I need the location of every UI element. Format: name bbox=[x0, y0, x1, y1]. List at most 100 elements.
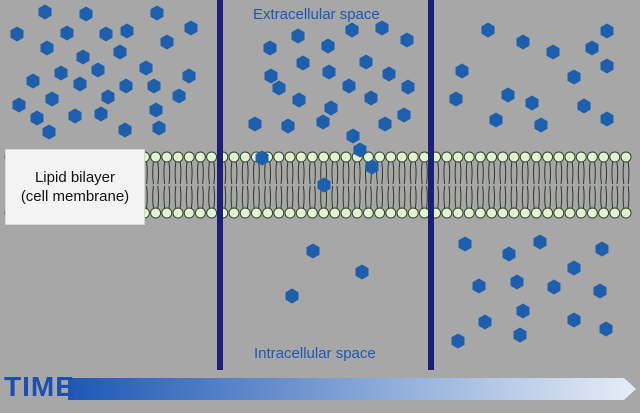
molecule bbox=[118, 122, 132, 138]
lipid-molecule bbox=[553, 151, 565, 219]
lipid-molecule bbox=[474, 151, 486, 219]
molecule bbox=[359, 54, 373, 70]
molecule bbox=[375, 20, 389, 36]
lipid-molecule bbox=[452, 151, 464, 219]
molecule bbox=[516, 34, 530, 50]
molecule bbox=[316, 114, 330, 130]
molecule bbox=[397, 107, 411, 123]
lipid-molecule bbox=[362, 151, 374, 219]
molecule bbox=[533, 234, 547, 250]
lipid-molecule bbox=[463, 151, 475, 219]
lipid-molecule bbox=[340, 151, 352, 219]
molecule bbox=[378, 116, 392, 132]
molecule bbox=[42, 124, 56, 140]
molecule bbox=[94, 106, 108, 122]
lipid-molecule bbox=[530, 151, 542, 219]
molecule bbox=[534, 117, 548, 133]
molecule bbox=[593, 283, 607, 299]
lipid-molecule bbox=[172, 151, 184, 219]
molecule bbox=[516, 303, 530, 319]
molecule bbox=[306, 243, 320, 259]
molecule bbox=[585, 40, 599, 56]
molecule bbox=[600, 23, 614, 39]
molecule bbox=[449, 91, 463, 107]
molecule bbox=[322, 64, 336, 80]
molecule bbox=[567, 312, 581, 328]
molecule bbox=[184, 20, 198, 36]
lipid-molecule bbox=[194, 151, 206, 219]
molecule bbox=[172, 88, 186, 104]
lipid-molecule bbox=[306, 151, 318, 219]
molecule bbox=[10, 26, 24, 42]
molecule bbox=[26, 73, 40, 89]
lipid-molecule bbox=[486, 151, 498, 219]
lipid-molecule bbox=[183, 151, 195, 219]
molecule bbox=[346, 128, 360, 144]
molecule bbox=[489, 112, 503, 128]
molecule bbox=[272, 80, 286, 96]
molecule bbox=[546, 44, 560, 60]
molecule bbox=[139, 60, 153, 76]
lipid-molecule bbox=[519, 151, 531, 219]
lipid-molecule bbox=[206, 151, 218, 219]
molecule bbox=[160, 34, 174, 50]
molecule bbox=[513, 327, 527, 343]
molecule bbox=[150, 5, 164, 21]
lipid-molecule bbox=[407, 151, 419, 219]
molecule bbox=[600, 111, 614, 127]
molecule bbox=[149, 102, 163, 118]
molecule bbox=[317, 177, 331, 193]
lipid-molecule bbox=[620, 151, 632, 219]
lipid-molecule bbox=[609, 151, 621, 219]
molecule bbox=[355, 264, 369, 280]
molecule bbox=[40, 40, 54, 56]
lipid-molecule bbox=[273, 151, 285, 219]
molecule bbox=[401, 79, 415, 95]
molecule bbox=[481, 22, 495, 38]
molecule bbox=[400, 32, 414, 48]
molecule bbox=[567, 260, 581, 276]
molecule bbox=[567, 69, 581, 85]
molecule bbox=[263, 40, 277, 56]
lipid-molecule bbox=[385, 151, 397, 219]
lipid-molecule bbox=[396, 151, 408, 219]
molecule bbox=[76, 49, 90, 65]
molecule bbox=[342, 78, 356, 94]
molecule bbox=[599, 321, 613, 337]
molecule bbox=[113, 44, 127, 60]
time-arrow bbox=[68, 378, 636, 400]
molecule bbox=[455, 63, 469, 79]
lipid-molecule bbox=[239, 151, 251, 219]
molecule bbox=[525, 95, 539, 111]
lipid-molecule bbox=[508, 151, 520, 219]
molecule bbox=[577, 98, 591, 114]
lipid-molecule bbox=[295, 151, 307, 219]
molecule bbox=[292, 92, 306, 108]
molecule bbox=[502, 246, 516, 262]
molecule bbox=[101, 89, 115, 105]
lipid-molecule bbox=[161, 151, 173, 219]
molecule bbox=[255, 150, 269, 166]
molecule bbox=[60, 25, 74, 41]
lipid-molecule bbox=[228, 151, 240, 219]
panel-divider-2 bbox=[428, 0, 434, 370]
molecule bbox=[353, 142, 367, 158]
time-label: TIME bbox=[4, 371, 75, 402]
molecules bbox=[10, 4, 614, 349]
lipid-molecule bbox=[575, 151, 587, 219]
molecule bbox=[321, 38, 335, 54]
molecule bbox=[68, 108, 82, 124]
molecule bbox=[285, 288, 299, 304]
molecule bbox=[281, 118, 295, 134]
molecule bbox=[264, 68, 278, 84]
molecule bbox=[248, 116, 262, 132]
molecule bbox=[478, 314, 492, 330]
molecule bbox=[147, 78, 161, 94]
molecule bbox=[38, 4, 52, 20]
molecule bbox=[364, 90, 378, 106]
lipid-molecule bbox=[598, 151, 610, 219]
membrane-label-line2: (cell membrane) bbox=[20, 188, 130, 205]
molecule bbox=[472, 278, 486, 294]
molecule bbox=[291, 28, 305, 44]
molecule bbox=[458, 236, 472, 252]
